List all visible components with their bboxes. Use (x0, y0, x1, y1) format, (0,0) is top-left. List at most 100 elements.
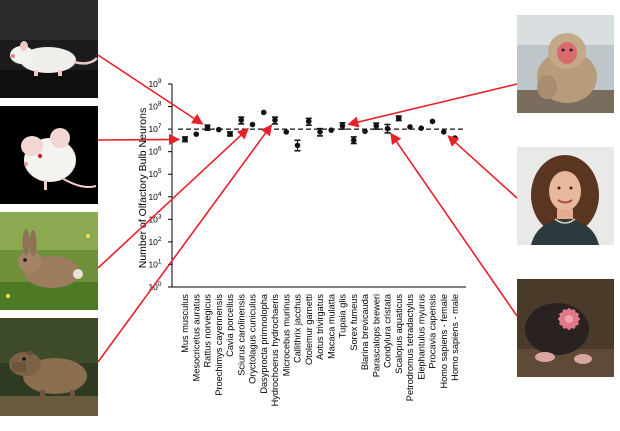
y-tick-label: 108 (148, 101, 161, 112)
category-label: Elephantulus myurus (416, 294, 426, 380)
arrow-mole (390, 132, 518, 317)
data-point (249, 121, 256, 128)
data-point (294, 139, 301, 152)
data-point (395, 115, 402, 122)
capybara-photo (0, 318, 98, 416)
category-label: Cavia porcellus (225, 294, 235, 357)
point-marker (362, 128, 368, 135)
point-marker (440, 129, 447, 135)
woman-portrait-photo (517, 147, 614, 245)
point-marker (193, 131, 200, 137)
point-marker (429, 118, 436, 125)
point-marker (272, 117, 278, 123)
data-point (317, 127, 323, 137)
data-point (182, 136, 188, 143)
y-tick-label: 106 (148, 146, 161, 157)
y-axis-title: Number of Olfactory Bulb Neurons (137, 108, 149, 268)
data-point (215, 126, 222, 133)
arrow-mouse (97, 133, 181, 146)
category-label: Otolemur garnetti (304, 294, 314, 365)
category-label: Homo sapiens - male (450, 294, 460, 381)
data-points (182, 109, 458, 152)
y-tick-label: 109 (148, 78, 161, 89)
data-point (384, 123, 391, 134)
point-marker (215, 126, 222, 133)
data-point (283, 129, 290, 135)
category-label: Sorex fumeus (349, 294, 359, 351)
macaque-photo (517, 15, 614, 113)
annotation-arrows (97, 54, 518, 363)
category-label: Macaca mulatta (326, 293, 336, 359)
data-point (238, 116, 245, 125)
white-rat-photo (0, 0, 98, 98)
data-point (407, 124, 413, 130)
point-marker (395, 115, 402, 122)
y-tick-label: 105 (148, 168, 161, 179)
point-marker (238, 117, 245, 123)
category-label: Hydrochoerus hydrochaeris (270, 294, 280, 407)
category-label: Dasyprocta primnolopha (259, 293, 269, 393)
data-point (373, 122, 380, 130)
data-point (418, 125, 425, 131)
point-marker (283, 129, 290, 135)
point-marker (294, 142, 301, 149)
category-label: Tupaia glis (338, 294, 348, 338)
arrow-rabbit (97, 127, 249, 269)
category-label: Petrodromus tetradactylus (405, 294, 415, 402)
category-label: Rattus norvegicus (203, 294, 213, 368)
arrow-human (447, 135, 518, 199)
y-tick-label: 100 (148, 281, 161, 292)
data-point (328, 127, 335, 133)
y-tick-label: 103 (148, 213, 161, 224)
category-label: Condylura cristata (383, 293, 393, 368)
arrow-rat (97, 54, 204, 125)
point-marker (418, 125, 425, 131)
point-marker (227, 131, 233, 137)
category-label: Procavia capensis (428, 294, 438, 369)
category-label: Scalopus aquaticus (394, 294, 404, 374)
point-marker (350, 137, 357, 144)
y-tick-label: 107 (148, 123, 161, 134)
point-marker (339, 123, 346, 129)
data-point (305, 117, 312, 126)
star-nosed-mole-photo (517, 279, 614, 377)
data-point (339, 122, 346, 130)
category-label: Parascalops breweri (371, 294, 381, 377)
y-tick-label: 104 (148, 191, 161, 202)
category-label: Callithrix jacchus (293, 294, 303, 363)
category-label: Proechimys cayennensis (214, 294, 224, 396)
category-label: Aotus trivirgatus (315, 294, 325, 360)
data-point (350, 136, 357, 145)
rabbit-photo (0, 212, 98, 310)
point-marker (317, 129, 323, 135)
data-point (362, 128, 368, 135)
category-label: Homo sapiens - female (439, 294, 449, 388)
data-point (227, 131, 233, 137)
white-mouse-photo (0, 106, 98, 204)
point-marker (373, 123, 380, 129)
category-label: Oryctolagus cuniculus (248, 294, 258, 384)
data-point (260, 109, 267, 116)
point-marker (305, 118, 312, 125)
data-point (193, 131, 200, 137)
point-marker (204, 124, 211, 131)
data-point (429, 118, 436, 125)
category-label: Mesocricetus auratus (191, 294, 201, 382)
category-label: Mus musculus (180, 294, 190, 353)
point-marker (182, 136, 188, 143)
y-tick-label: 101 (148, 258, 161, 269)
data-point (272, 116, 278, 125)
axes (171, 84, 466, 288)
point-marker (249, 121, 256, 128)
data-point (440, 129, 447, 135)
arrow-macaque (347, 83, 518, 128)
data-point (204, 124, 211, 131)
category-label: Blarina brevicauda (360, 293, 370, 370)
y-ticks: 100 101 102 103 104 105 106 107 108 109 (148, 78, 172, 292)
category-label: Microcebus murinus (281, 294, 291, 377)
y-tick-label: 102 (148, 236, 161, 247)
point-marker (407, 124, 413, 130)
point-marker (384, 125, 391, 132)
